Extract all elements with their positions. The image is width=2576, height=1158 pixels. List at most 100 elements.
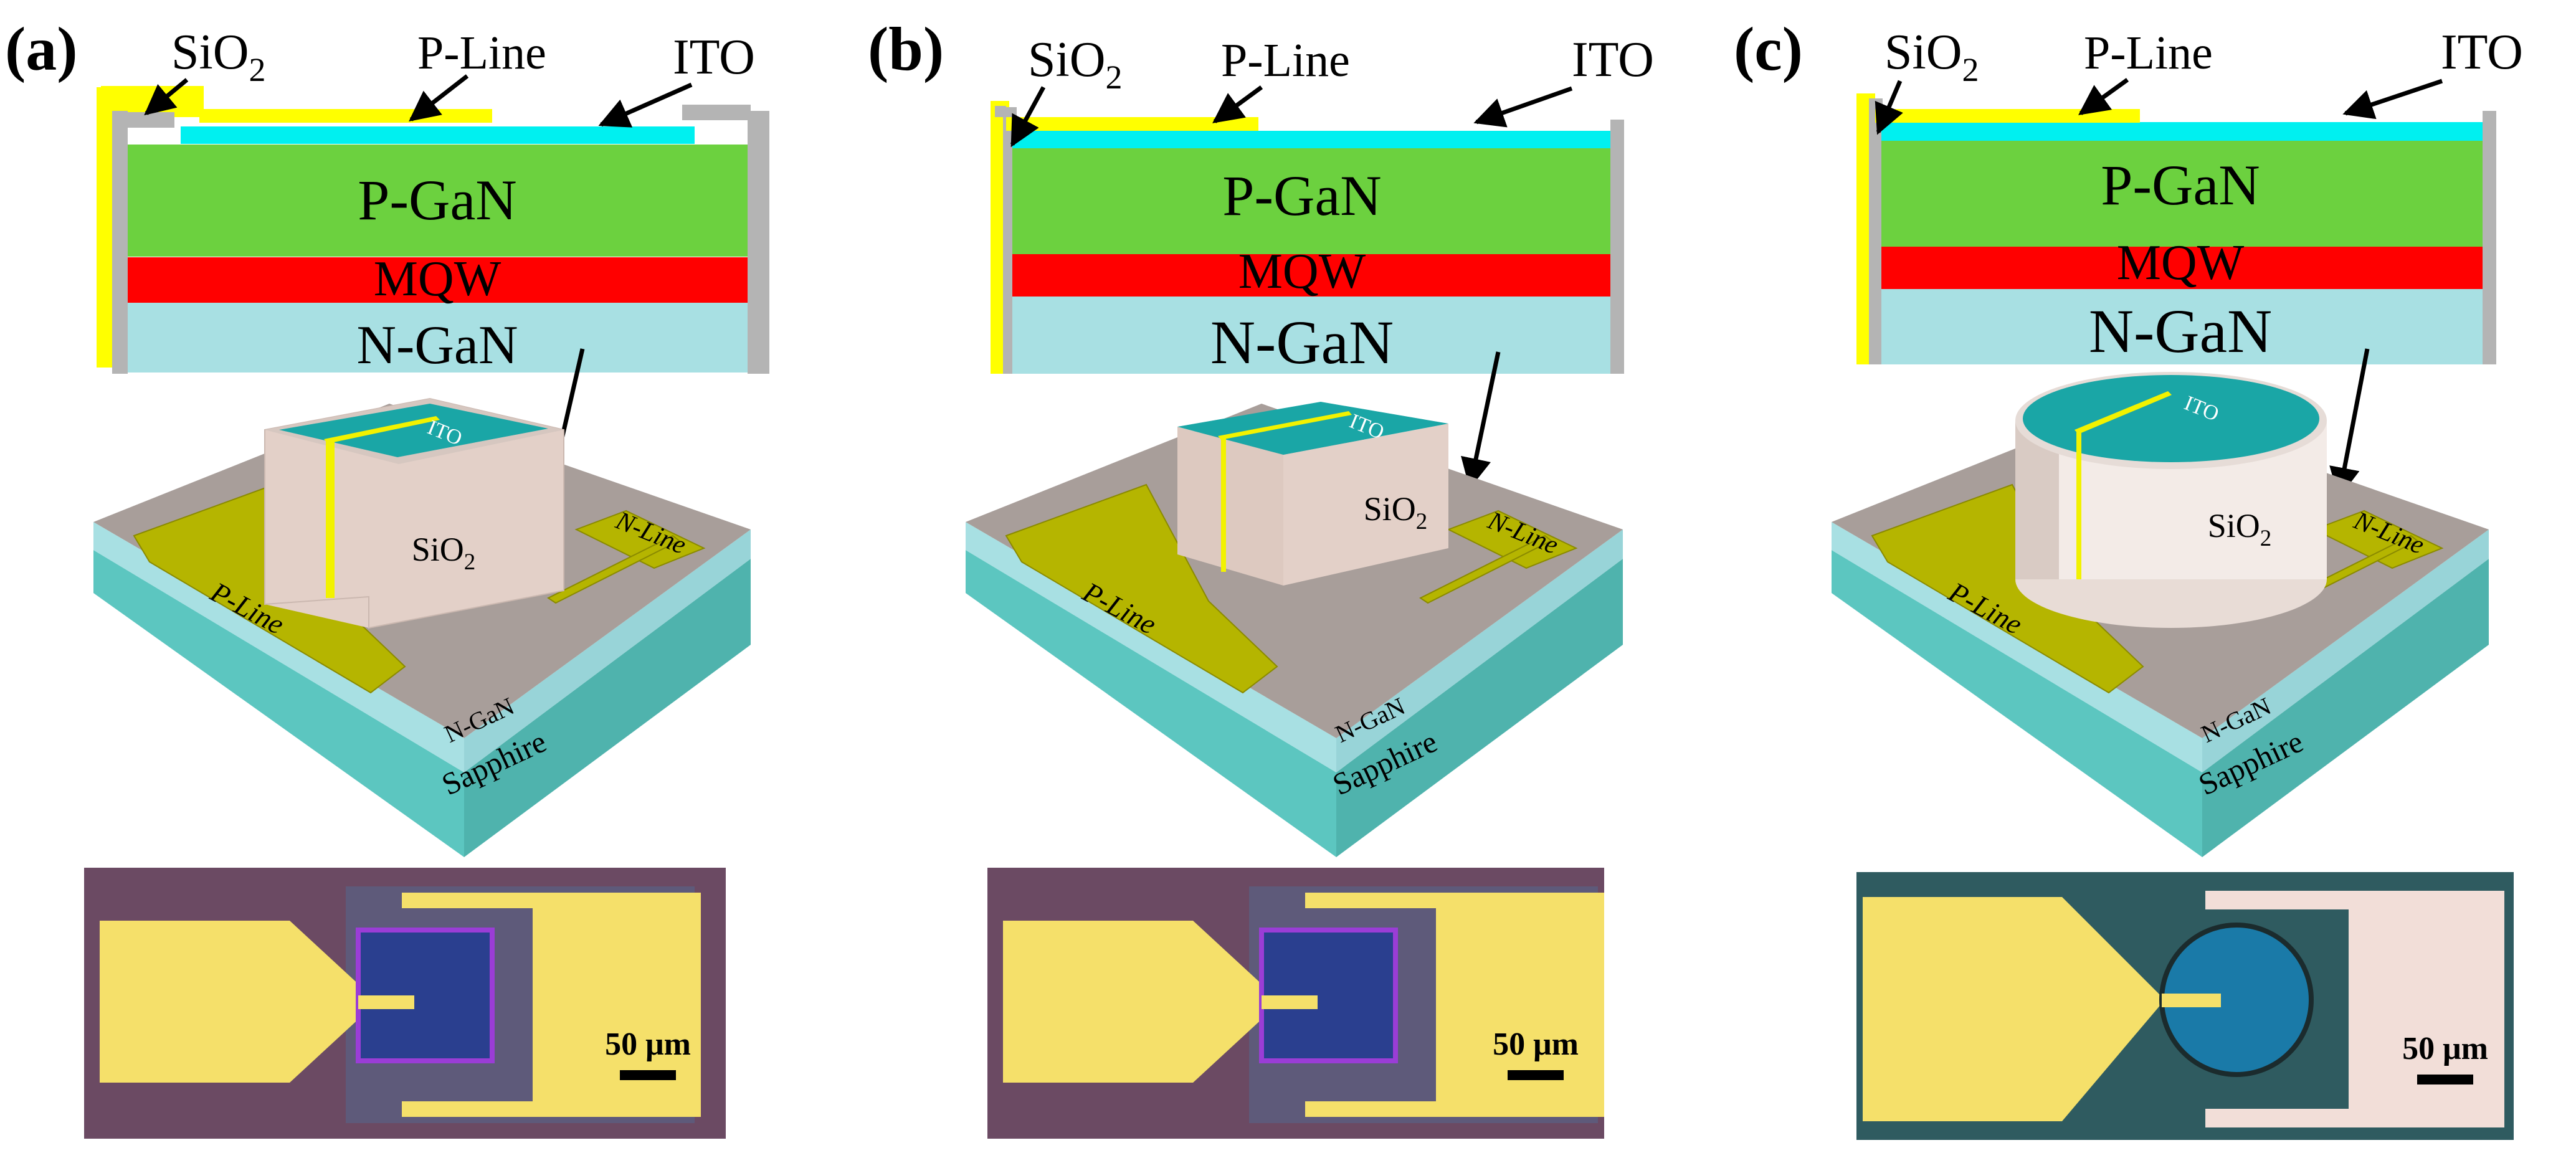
p-gan-label: P-GaN	[1222, 164, 1382, 227]
sio2-corner	[995, 106, 1006, 117]
sio2-callout: SiO2	[1028, 32, 1123, 96]
cross-section: P-GaN MQW N-GaN SiO2 P-Line ITO	[991, 32, 1654, 489]
n-gan-left-face	[93, 522, 464, 772]
mqw-label: MQW	[374, 252, 501, 306]
sio2-3d-label: SiO2	[2208, 507, 2272, 551]
sio2-right-wall	[2483, 111, 2496, 364]
sapphire-left-face	[966, 550, 1336, 857]
micrograph-n-pad	[1305, 893, 1604, 1117]
ito-callout: ITO	[673, 30, 755, 85]
mqw-label: MQW	[1238, 244, 1366, 299]
ito-arrow	[1473, 86, 1573, 128]
sio2-right-wall	[748, 111, 769, 374]
panel-label: (a)	[5, 14, 78, 83]
p-line-arrow	[1212, 85, 1263, 123]
micrograph-n-pad	[402, 893, 701, 1117]
ito-layer	[181, 126, 695, 144]
p-line-riser	[1221, 438, 1226, 572]
ito-arrow	[2342, 78, 2443, 120]
sio2-callout: SiO2	[1884, 25, 1979, 88]
p-line-arrow	[409, 74, 469, 122]
ito-layer	[1881, 122, 2483, 141]
scale-bar-label: 50 μm	[1493, 1027, 1579, 1062]
n-line-pad	[574, 510, 706, 569]
n-line-pad	[2312, 510, 2444, 569]
p-line-riser	[326, 441, 335, 598]
micrograph-p-pad	[100, 921, 371, 1083]
micrograph-p-finger-top	[1262, 995, 1318, 1009]
mesa-left-face	[1177, 427, 1283, 586]
p-line-callout: P-Line	[1221, 34, 1350, 87]
n-gan-right-face	[2202, 529, 2489, 772]
mesa-right-face	[1283, 424, 1448, 586]
mesa-ito-top	[279, 404, 548, 457]
mqw-layer	[1012, 254, 1610, 297]
micrograph: 50 μm	[987, 868, 1604, 1139]
scale-bar	[2417, 1075, 2473, 1084]
p-line-top	[1875, 109, 2140, 123]
panel-label: (c)	[1734, 14, 1803, 83]
p-gan-layer	[1881, 140, 2483, 247]
p-line-arrow	[2078, 78, 2129, 115]
p-line-callout: P-Line	[417, 27, 546, 79]
scale-bar-label: 50 μm	[605, 1027, 691, 1062]
micrograph: 50 μm	[84, 868, 726, 1139]
sio2-callout: SiO2	[171, 25, 266, 88]
sio2-right-wall	[1610, 120, 1624, 374]
p-gan-label: P-GaN	[2101, 153, 2260, 217]
p-line-pad	[1005, 483, 1278, 694]
n-gan-layer	[1012, 297, 1610, 374]
p-line-top	[199, 109, 492, 123]
sapphire-left-face	[1832, 550, 2202, 857]
n-gan-label: N-GaN	[1210, 308, 1394, 377]
micrograph-p-pad	[1863, 897, 2165, 1121]
scale-bar	[1508, 1070, 1564, 1080]
ito-callout: ITO	[1572, 32, 1654, 87]
n-gan-layer	[128, 303, 748, 373]
micrograph-n-pad	[2205, 891, 2504, 1127]
p-line-bridge	[2075, 391, 2172, 434]
sio2-arrow	[1875, 80, 1903, 135]
ito-callout: ITO	[2441, 25, 2523, 80]
n-gan-label: N-GaN	[2089, 297, 2272, 366]
sio2-3d-label: SiO2	[412, 531, 476, 575]
panel-label: (b)	[868, 14, 944, 83]
n-gan-right-face	[464, 529, 751, 772]
sio2-arrow	[144, 78, 189, 116]
micrograph-p-finger-top	[358, 995, 414, 1009]
sio2-3d-label: SiO2	[1364, 490, 1428, 534]
mesa-body	[264, 397, 564, 629]
scale-bar-label: 50 μm	[2402, 1031, 2488, 1066]
n-gan-left-face	[1832, 522, 2202, 772]
cylinder-ito-top	[2023, 375, 2319, 462]
ito-arrow	[598, 82, 693, 128]
p-gan-layer	[128, 145, 748, 257]
p-gan-layer	[1012, 146, 1610, 255]
sapphire-left-face	[93, 550, 464, 857]
p-line-bridge	[324, 416, 440, 444]
sio2-left-wall	[1869, 98, 1883, 364]
ito-layer	[1012, 131, 1610, 148]
sapphire-right-face	[464, 559, 751, 857]
n-line-trace	[547, 534, 680, 604]
micrograph: 50 μm	[1856, 872, 2514, 1140]
scale-bar	[620, 1070, 676, 1080]
sio2-right-step	[682, 105, 751, 120]
micrograph-p-pad	[1003, 921, 1274, 1083]
model-pointer-arrow	[1461, 351, 1501, 489]
p-line-pad	[1871, 483, 2144, 694]
n-gan-right-face	[1336, 529, 1623, 772]
p-line-riser	[2076, 432, 2081, 579]
sio2-left-step	[128, 112, 174, 128]
p-gan-label: P-GaN	[358, 168, 517, 232]
micrograph-p-finger	[2162, 994, 2221, 1007]
n-line-pad	[1447, 510, 1578, 569]
